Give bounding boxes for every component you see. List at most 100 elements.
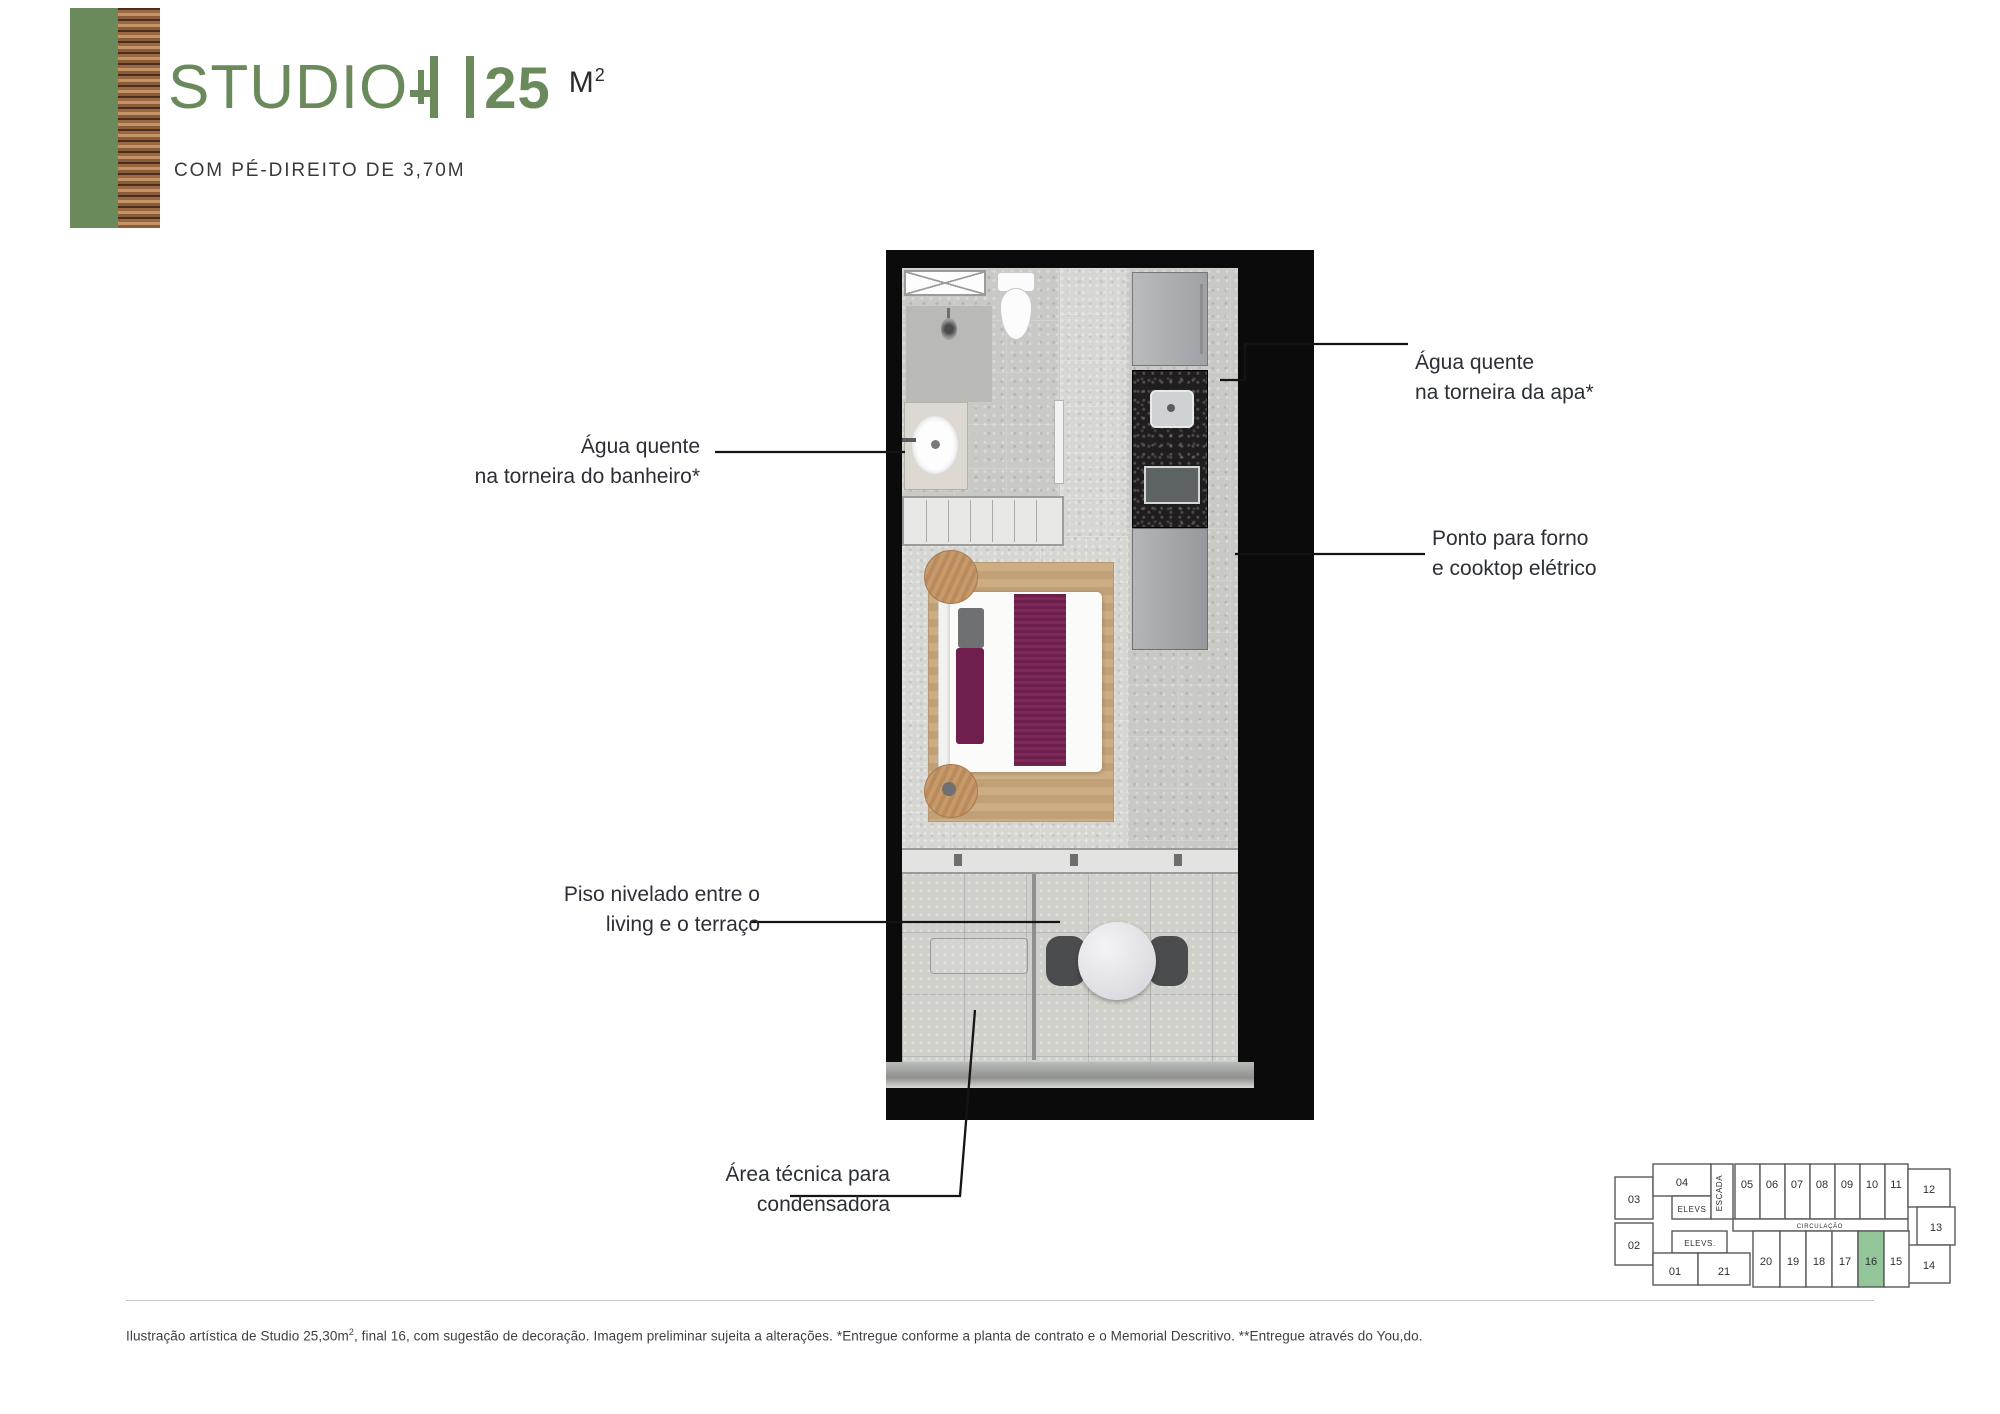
brand-logo-mark [70, 8, 160, 228]
bathroom-faucet-icon [902, 438, 916, 442]
annotation-hot-water-bathroom: Água quente na torneira do banheiro* [430, 432, 700, 493]
keyplan-unit-18[interactable] [1805, 1230, 1833, 1288]
page-title-main: STUDIO [168, 53, 409, 122]
page-title: STUDIO 25 M2 [168, 52, 606, 123]
keyplan-unit-02[interactable] [1614, 1222, 1654, 1266]
pillow-gray [958, 608, 984, 648]
annotation-hot-water-sink: Água quente na torneira da apa* [1415, 348, 1715, 409]
keyplan-label-circulacao: CIRCULAÇÃO [1797, 1223, 1843, 1230]
toilet-bowl-icon [1000, 288, 1032, 340]
footer-disclaimer: Ilustração artística de Studio 25,30m2, … [126, 1327, 1886, 1344]
keyplan-label-09: 09 [1841, 1179, 1853, 1191]
bed-throw-blanket [1014, 594, 1066, 766]
logo-green-bar [70, 8, 118, 228]
keyplan-unit-05[interactable] [1734, 1163, 1761, 1220]
bathroom-window-icon [904, 270, 986, 296]
keyplan-unit-21[interactable] [1697, 1252, 1751, 1286]
page-subtitle: COM PÉ-DIREITO DE 3,70M [174, 160, 466, 181]
annotation-line-1: Água quente [1415, 351, 1535, 374]
disclaimer-part-1: Ilustração artística de Studio 25,30m [126, 1328, 349, 1344]
keyplan-stairs[interactable] [1710, 1163, 1734, 1220]
keyplan-label-17: 17 [1839, 1256, 1851, 1268]
keyplan-unit-07[interactable] [1784, 1163, 1811, 1220]
annotation-level-floor: Piso nivelado entre o living e o terraço [470, 880, 760, 941]
basin-drain-icon [931, 440, 940, 449]
floor-plan [886, 250, 1314, 1120]
unit-letter: M [568, 66, 595, 99]
keyplan-label-elevs-top: ELEVS [1678, 1205, 1707, 1214]
keyplan-label-14: 14 [1923, 1260, 1935, 1272]
keyplan-label-06: 06 [1766, 1179, 1778, 1191]
footer-divider [126, 1300, 1874, 1301]
keyplan-label-19: 19 [1787, 1256, 1799, 1268]
key-plan-diagram: 03 02 04 ELEVS ESCADA 05 06 07 08 09 10 … [1612, 1155, 1957, 1295]
bathroom-door [1054, 400, 1064, 484]
annotation-line-2: na torneira do banheiro* [474, 465, 700, 489]
keyplan-unit-10[interactable] [1859, 1163, 1886, 1220]
annotation-line-1: Ponto para forno [1432, 527, 1589, 550]
annotation-line-2: living e o terraço [605, 913, 760, 937]
shower-pipe-icon [947, 308, 950, 322]
disclaimer-exponent: 2 [348, 1327, 354, 1337]
keyplan-label-18: 18 [1813, 1256, 1825, 1268]
kitchen-sink-icon [1150, 390, 1194, 428]
keyplan-label-21: 21 [1718, 1266, 1730, 1278]
title-glyph-artifact [408, 56, 484, 122]
keyplan-unit-19[interactable] [1779, 1230, 1807, 1288]
page-title-area: 25 [484, 56, 551, 121]
shower-drain-icon [941, 318, 957, 340]
keyplan-unit-14[interactable] [1907, 1244, 1951, 1284]
kitchen-lower-cabinet [1132, 528, 1208, 650]
pillow-purple [956, 648, 984, 744]
annotation-line-1: Água quente [580, 435, 700, 458]
keyplan-label-elevs-bottom: ELEVS. [1684, 1239, 1716, 1248]
disclaimer-part-2: , final 16, com sugestão de decoração. I… [353, 1328, 1423, 1344]
annotation-line-2: na torneira da apa* [1415, 381, 1594, 405]
logo-wood-texture-bar [118, 8, 160, 228]
keyplan-label-02: 02 [1628, 1240, 1640, 1252]
keyplan-label-05: 05 [1741, 1179, 1753, 1191]
cooktop-icon [1144, 466, 1200, 504]
page-title-unit: M2 [568, 65, 606, 99]
keyplan-label-12: 12 [1923, 1184, 1935, 1196]
terrace-parapet [886, 1062, 1254, 1088]
keyplan-unit-13[interactable] [1916, 1206, 1956, 1246]
annotation-technical-area: Área técnica para condensadora [600, 1160, 890, 1221]
table-lamp-icon [942, 782, 956, 796]
keyplan-label-07: 07 [1791, 1179, 1803, 1191]
keyplan-unit-12[interactable] [1907, 1168, 1951, 1208]
keyplan-label-01: 01 [1669, 1266, 1681, 1278]
annotation-line-2: e cooktop elétrico [1432, 557, 1597, 581]
refrigerator [1132, 272, 1208, 366]
condenser-technical-area [930, 938, 1028, 974]
keyplan-unit-11[interactable] [1884, 1163, 1909, 1220]
annotation-line-2: condensadora [756, 1193, 890, 1217]
keyplan-label-20: 20 [1760, 1256, 1772, 1268]
keyplan-label-15: 15 [1890, 1256, 1902, 1268]
annotation-oven-cooktop: Ponto para forno e cooktop elétrico [1432, 524, 1732, 585]
toilet-fixture [996, 272, 1035, 342]
keyplan-unit-03[interactable] [1614, 1176, 1654, 1220]
sliding-glass-door [902, 848, 1238, 874]
annotation-line-1: Piso nivelado entre o [563, 883, 760, 906]
kitchen-sink-drain-icon [1167, 404, 1175, 412]
keyplan-label-08: 08 [1816, 1179, 1828, 1191]
keyplan-unit-08[interactable] [1809, 1163, 1836, 1220]
wardrobe-closet [902, 496, 1064, 546]
keyplan-label-10: 10 [1866, 1179, 1878, 1191]
terrace-divider [1032, 874, 1036, 1060]
keyplan-unit-20[interactable] [1752, 1230, 1781, 1288]
keyplan-unit-15[interactable] [1883, 1230, 1910, 1288]
keyplan-label-13: 13 [1930, 1222, 1942, 1234]
keyplan-label-03: 03 [1628, 1194, 1640, 1206]
nightstand-top [924, 550, 978, 604]
keyplan-label-escada: ESCADA [1715, 1175, 1724, 1212]
annotation-line-1: Área técnica para [725, 1163, 890, 1186]
keyplan-unit-09[interactable] [1834, 1163, 1861, 1220]
unit-exponent: 2 [594, 65, 606, 85]
keyplan-unit-06[interactable] [1759, 1163, 1786, 1220]
keyplan-label-04: 04 [1676, 1177, 1688, 1189]
keyplan-label-11: 11 [1890, 1179, 1901, 1191]
terrace-round-table [1078, 922, 1156, 1000]
wall-cabinet-edge [1200, 284, 1203, 354]
